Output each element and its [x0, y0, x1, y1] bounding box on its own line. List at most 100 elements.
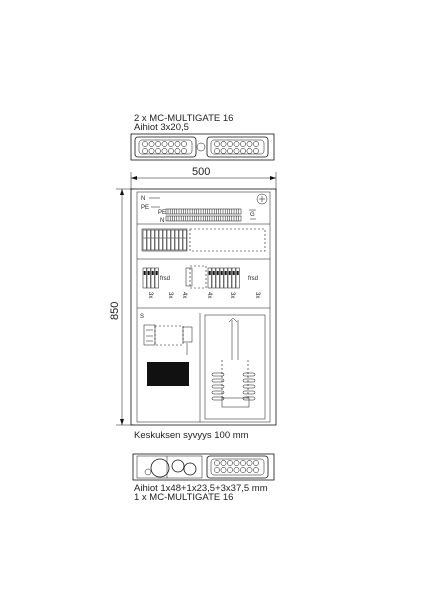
gland-hole [168, 141, 174, 147]
gland-hole [174, 148, 181, 154]
breaker-label: 3x [229, 292, 235, 298]
gland-hole [253, 148, 259, 154]
multigate-bottom [206, 455, 269, 479]
din-module [170, 229, 175, 251]
gland-hole [148, 141, 155, 147]
meter-slot [211, 378, 225, 383]
gland-hole [148, 148, 155, 154]
meter-slot [211, 396, 225, 401]
meter-slot [242, 384, 256, 389]
multigate-holes [142, 141, 259, 154]
din-rail-row-1 [141, 228, 266, 252]
n-label: N [141, 196, 145, 202]
top-gland-openings: Aihiot 3x20,5 [134, 122, 189, 133]
gland-hole [240, 467, 246, 473]
gland-hole [240, 141, 246, 147]
gland-hole [174, 141, 181, 147]
bottom-gland-spec: 1 x MC-MULTIGATE 16 [134, 492, 233, 503]
brand-label-left: frsd [160, 276, 170, 282]
gland-hole [227, 141, 233, 147]
din-module [182, 229, 187, 251]
gland-hole [240, 460, 246, 466]
svg-text:G: G [250, 212, 255, 218]
circuit-breaker [142, 267, 147, 289]
meter-slot [242, 372, 256, 377]
bottom-plate-outline [132, 453, 275, 481]
height-dimension: 850 [109, 188, 134, 426]
circuit-breaker [219, 267, 224, 289]
meter-slot [211, 384, 225, 389]
din-module [146, 229, 151, 251]
circuit-breaker [207, 267, 212, 289]
top-plate-outline [130, 133, 275, 161]
circuit-breaker [154, 267, 159, 289]
gland-hole [220, 148, 227, 154]
gland-hole [214, 467, 220, 473]
gland-hole [155, 141, 161, 147]
height-label: 850 [109, 302, 121, 320]
n-bar-label: N [160, 218, 164, 224]
din-module [174, 229, 179, 251]
circuit-breaker [223, 267, 228, 289]
gland-hole [168, 148, 174, 154]
gland-hole [181, 141, 187, 147]
breaker-label: 4x [181, 292, 187, 298]
n-terminal-bar [165, 215, 242, 222]
opening-48 [150, 458, 170, 478]
din-module [166, 229, 171, 251]
display-block [147, 362, 189, 386]
meter-panel [204, 314, 266, 420]
pe-terminal-bar [165, 208, 242, 215]
gland-hole [253, 467, 259, 473]
opening-23 [171, 459, 185, 473]
circuit-breaker [227, 267, 232, 289]
breaker-label: 3x [254, 292, 260, 298]
circuit-breaker [150, 267, 155, 289]
circuit-breaker [146, 267, 151, 289]
cabinet-inner [136, 191, 271, 423]
din-module [158, 229, 163, 251]
multigate-left [134, 136, 197, 158]
bottom-gland-openings: Aihiot 1x48+1x23,5+3x37,5 mm [134, 483, 268, 494]
meter-slot [211, 372, 225, 377]
gland-hole [220, 467, 227, 473]
gland-hole [220, 460, 227, 466]
circuit-breaker [235, 267, 240, 289]
breaker-label: 4x [206, 292, 212, 298]
top-gland-plate: 2 x MC-MULTIGATE 16 Aihiot 3x20,5 [130, 113, 275, 161]
gland-hole [214, 148, 220, 154]
gland-hole [161, 148, 168, 154]
gland-hole [227, 467, 233, 473]
pe-bar-label: PE [158, 210, 166, 216]
gland-hole [214, 141, 220, 147]
pe-label: PE [141, 205, 149, 211]
gland-hole [233, 467, 240, 473]
gland-hole [246, 460, 253, 466]
gland-hole [246, 148, 253, 154]
s-label: S [140, 314, 144, 320]
gland-hole [253, 141, 259, 147]
din-module [142, 229, 147, 251]
gland-hole [233, 141, 240, 147]
bottom-gland-plate: Aihiot 1x48+1x23,5+3x37,5 mm 1 x MC-MULT… [132, 453, 275, 503]
meter-slots [211, 372, 256, 401]
gland-hole [240, 148, 246, 154]
breaker-label: 3x [147, 292, 153, 298]
din-module [154, 229, 159, 251]
multigate-right [206, 136, 269, 158]
gland-hole [227, 460, 233, 466]
gland-hole [161, 141, 168, 147]
spare-space-1 [189, 228, 266, 252]
gland-hole [233, 460, 240, 466]
width-label: 500 [192, 166, 210, 178]
gland-hole [155, 148, 161, 154]
gland-hole [253, 460, 259, 466]
gland-hole [214, 460, 220, 466]
breaker-label: 3x [167, 292, 173, 298]
gland-hole [220, 141, 227, 147]
main-switch [143, 324, 156, 346]
gland-hole [246, 141, 253, 147]
gland-hole [233, 148, 240, 154]
